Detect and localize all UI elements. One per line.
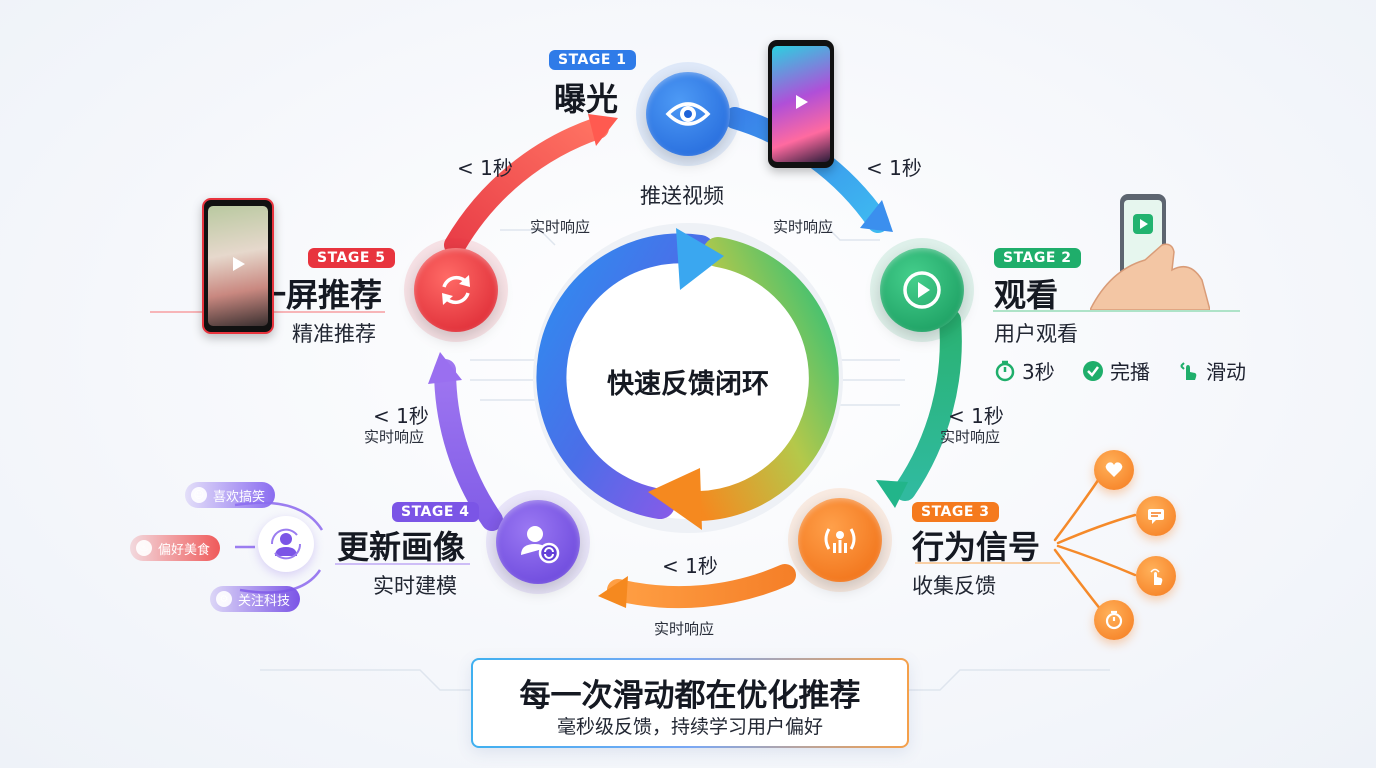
timing-5-1: < 1秒: [457, 156, 513, 180]
refresh-icon: [442, 275, 470, 305]
interest-chip-food[interactable]: ♨ 偏好美食: [130, 535, 221, 561]
stage5-node[interactable]: [404, 238, 508, 342]
metric-complete-label: 完播: [1110, 360, 1150, 384]
smile-icon: ☺: [191, 487, 207, 503]
timing-2-3: < 1秒: [948, 404, 1004, 428]
inner-arrowhead-bottom: [648, 468, 702, 530]
timing-4-5: < 1秒: [373, 404, 429, 428]
interest-chip-tech[interactable]: ⚙ 关注科技: [210, 586, 301, 612]
robot-icon: ⚙: [216, 591, 232, 607]
play-icon-stage5: [233, 257, 245, 271]
stage5-sub: 精准推荐: [292, 322, 376, 346]
comment-icon: [1136, 496, 1176, 536]
metric-swipe: 滑动: [1178, 356, 1246, 385]
play-icon: [796, 95, 808, 109]
stage3-title: 行为信号: [912, 528, 1041, 566]
heart-icon: [1094, 450, 1134, 490]
phone-stage5: [202, 198, 274, 334]
response-5-1: 实时响应: [530, 218, 591, 236]
stage3-node[interactable]: [788, 488, 892, 592]
interest-chip-tech-label: 关注科技: [238, 593, 291, 609]
stage1-sub: 推送视频: [640, 184, 724, 208]
stage2-title: 观看: [994, 276, 1059, 314]
timer-icon-feedback: [1094, 600, 1134, 640]
arrowhead-5: [588, 114, 618, 146]
stage2-badge: STAGE 2: [994, 248, 1081, 268]
stage1-title: 曝光: [554, 80, 619, 118]
profile-icon: [258, 516, 314, 572]
timer-icon: [994, 360, 1016, 382]
stage2-badge-text: STAGE 2: [1003, 250, 1072, 266]
response-4-5: 实时响应: [364, 428, 425, 446]
inner-arrowhead-top: [676, 228, 724, 290]
stage2-node[interactable]: [870, 238, 974, 342]
metric-watch-time: 3秒: [994, 356, 1055, 385]
stage4-title: 更新画像: [337, 528, 466, 566]
stage4-badge-text: STAGE 4: [401, 504, 470, 520]
banner-subtitle: 毫秒级反馈，持续学习用户偏好: [556, 716, 823, 738]
arrowhead-4: [428, 352, 462, 384]
timing-1-2: < 1秒: [866, 156, 922, 180]
center-title: 快速反馈闭环: [607, 369, 769, 400]
stage2-sub: 用户观看: [994, 322, 1078, 346]
stage4-sub: 实时建模: [373, 574, 457, 598]
metric-complete: 完播: [1082, 356, 1150, 385]
stage1-badge: STAGE 1: [549, 50, 636, 70]
stage4-node[interactable]: [486, 490, 590, 594]
response-3-4: 实时响应: [654, 620, 715, 638]
interest-chip-food-label: 偏好美食: [158, 542, 211, 558]
arrowhead-3: [598, 576, 628, 608]
stage3-badge: STAGE 3: [912, 502, 999, 522]
stage3-badge-text: STAGE 3: [921, 504, 990, 520]
metric-watch-time-label: 3秒: [1022, 360, 1055, 384]
summary-banner: 每一次滑动都在优化推荐 毫秒级反馈，持续学习用户偏好: [471, 658, 909, 748]
metric-swipe-label: 滑动: [1206, 360, 1246, 384]
arrowhead-2: [876, 480, 908, 508]
stage3-sub: 收集反馈: [912, 574, 996, 598]
tap-icon: [1136, 556, 1176, 596]
arrowhead-1: [860, 200, 893, 232]
food-icon: ♨: [136, 540, 152, 556]
swipe-icon: [1178, 360, 1200, 382]
stage5-badge-text: STAGE 5: [317, 250, 386, 266]
user-refresh-icon: [521, 526, 560, 564]
stage1-node[interactable]: [636, 62, 740, 166]
phone-stage1: [768, 40, 834, 168]
response-2-3: 实时响应: [940, 428, 1001, 446]
signal-icon: [824, 528, 856, 553]
hand-phone-illustration: [1090, 190, 1210, 310]
banner-title: 每一次滑动都在优化推荐: [519, 678, 861, 714]
stage1-badge-text: STAGE 1: [558, 52, 627, 68]
interest-chip-funny-label: 喜欢搞笑: [213, 489, 266, 505]
response-1-2: 实时响应: [773, 218, 834, 236]
eye-icon: [665, 102, 711, 126]
check-icon: [1082, 360, 1104, 382]
interest-chip-funny[interactable]: ☺ 喜欢搞笑: [185, 482, 276, 508]
play-circle-icon: [903, 271, 941, 309]
stage4-badge: STAGE 4: [392, 502, 479, 522]
stage5-badge: STAGE 5: [308, 248, 395, 268]
timing-3-4: < 1秒: [662, 554, 718, 578]
